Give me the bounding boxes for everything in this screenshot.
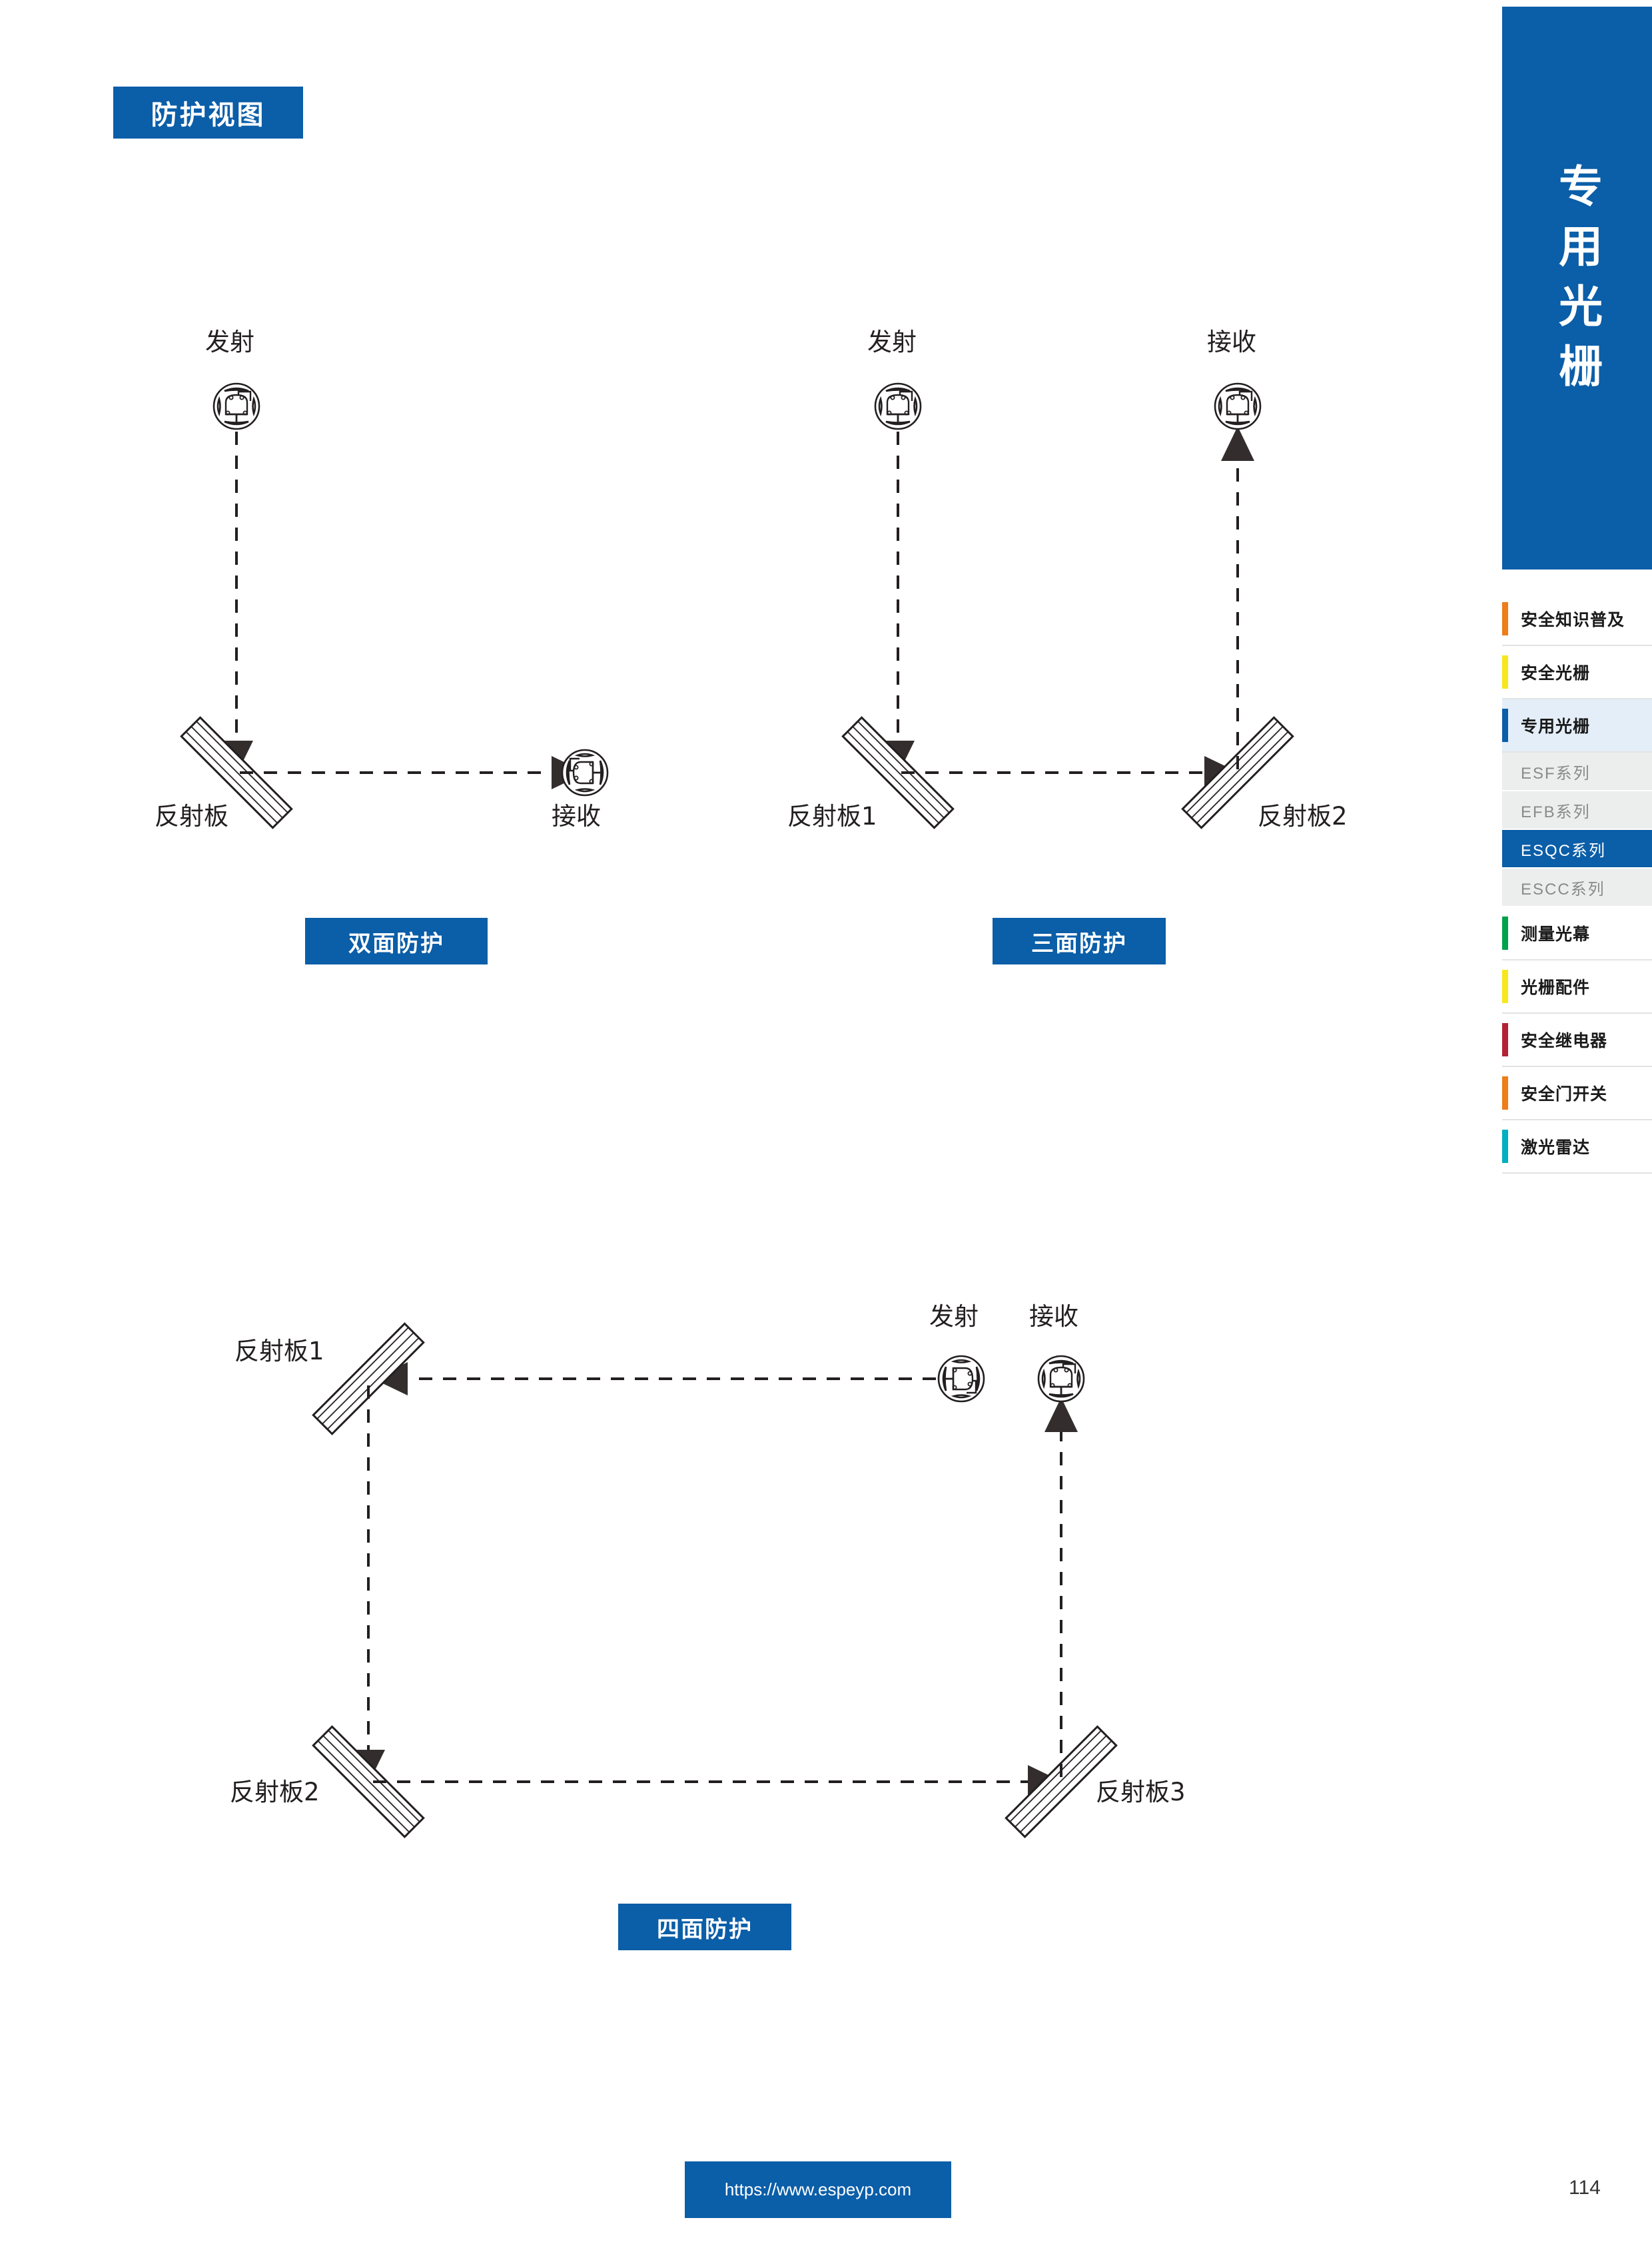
page-title: 防护视图	[113, 87, 303, 139]
emitter-icon-panel2	[874, 382, 922, 430]
receiver-icon-panel1	[561, 749, 609, 797]
sidebar-subitem-label: EFB系列	[1521, 803, 1591, 821]
sidebar-item-safety-door-switch[interactable]: 安全门开关	[1502, 1067, 1652, 1120]
sidebar-item-label: 安全光栅	[1521, 664, 1591, 683]
diagram-four-side-protection	[312, 1322, 1118, 1838]
label-mirror3-panel3: 反射板3	[1096, 1778, 1186, 1806]
label-receiver-panel2: 接收	[1207, 328, 1256, 356]
sidebar-item-safety-light-curtain[interactable]: 安全光栅	[1502, 646, 1652, 699]
accent-bar-icon	[1502, 1130, 1508, 1163]
sidebar-subitem-label: ESQC系列	[1521, 841, 1607, 860]
label-receiver-panel1: 接收	[552, 802, 601, 831]
sidebar-item-label: 安全继电器	[1521, 1032, 1608, 1050]
accent-bar-icon	[1502, 917, 1508, 950]
sidebar-item-safety-relay[interactable]: 安全继电器	[1502, 1014, 1652, 1067]
label-emitter-panel1: 发射	[205, 328, 254, 356]
sidebar-nav-list: 安全知识普及 安全光栅 专用光栅 ESF系列 EFB系列 ESQC系列 ESCC…	[1502, 593, 1652, 1174]
sidebar-item-label: 激光雷达	[1521, 1138, 1591, 1157]
accent-bar-icon	[1502, 1076, 1508, 1110]
diagram-two-side-protection	[180, 382, 609, 829]
sidebar-subitem-label: ESCC系列	[1521, 880, 1605, 899]
sidebar-banner-title: 专用光栅	[1553, 163, 1603, 403]
sidebar-item-special-light-curtain[interactable]: 专用光栅	[1502, 699, 1652, 753]
label-mirror2-panel3: 反射板2	[230, 1778, 320, 1806]
arrow-down-panel2	[881, 741, 915, 775]
receiver-icon-panel3	[1037, 1355, 1085, 1403]
sidebar-subitem-efb[interactable]: EFB系列	[1502, 791, 1652, 830]
label-mirror1-panel2: 反射板1	[787, 802, 877, 831]
arrow-left-panel3	[373, 1362, 408, 1395]
arrow-down-panel1	[220, 741, 253, 775]
mirror2-panel3	[312, 1725, 425, 1838]
sidebar-subitem-esqc[interactable]: ESQC系列	[1502, 830, 1652, 869]
label-mirror2-panel2: 反射板2	[1258, 802, 1348, 831]
caption-two-side: 双面防护	[305, 918, 488, 964]
sidebar-subitem-label: ESF系列	[1521, 764, 1591, 783]
footer-website-url[interactable]: https://www.espeyp.com	[685, 2161, 951, 2218]
emitter-icon-panel3	[937, 1355, 985, 1403]
sidebar-item-label: 光栅配件	[1521, 978, 1591, 997]
sidebar-subitem-escc[interactable]: ESCC系列	[1502, 869, 1652, 907]
sidebar-item-label: 安全知识普及	[1521, 611, 1625, 629]
label-receiver-panel3: 接收	[1029, 1302, 1078, 1331]
label-emitter-panel3: 发射	[929, 1302, 979, 1331]
sidebar-item-measuring-curtain[interactable]: 测量光幕	[1502, 907, 1652, 960]
caption-three-side: 三面防护	[993, 918, 1166, 964]
sidebar-subitem-esf[interactable]: ESF系列	[1502, 753, 1652, 791]
label-emitter-panel2: 发射	[867, 328, 917, 356]
sidebar-item-laser-radar[interactable]: 激光雷达	[1502, 1120, 1652, 1174]
label-mirror-panel1: 反射板	[155, 802, 228, 831]
sidebar-item-label: 安全门开关	[1521, 1085, 1608, 1104]
receiver-icon-panel2	[1214, 382, 1262, 430]
accent-bar-icon	[1502, 709, 1508, 742]
page-number: 114	[1569, 2177, 1601, 2199]
accent-bar-icon	[1502, 602, 1508, 635]
arrow-right-panel1	[552, 756, 586, 789]
sidebar-item-label: 专用光栅	[1521, 717, 1591, 736]
sidebar-banner: 专用光栅	[1502, 7, 1652, 569]
sidebar-item-curtain-accessories[interactable]: 光栅配件	[1502, 960, 1652, 1014]
accent-bar-icon	[1502, 970, 1508, 1003]
diagram-three-side-protection	[841, 382, 1294, 829]
accent-bar-icon	[1502, 655, 1508, 689]
arrow-down-panel3	[352, 1750, 385, 1784]
mirror1-panel3	[312, 1322, 425, 1435]
sidebar-item-label: 测量光幕	[1521, 925, 1591, 944]
arrow-right-panel3	[1028, 1765, 1062, 1798]
arrow-up-panel2	[1221, 426, 1254, 461]
sidebar-item-safety-knowledge[interactable]: 安全知识普及	[1502, 593, 1652, 646]
emitter-icon-panel1	[212, 382, 260, 430]
arrow-right-panel2	[1204, 756, 1239, 789]
accent-bar-icon	[1502, 1023, 1508, 1056]
sidebar: 专用光栅 安全知识普及 安全光栅 专用光栅 ESF系列 EFB系列 ESQC系列…	[1502, 0, 1652, 1179]
arrow-up-panel3	[1044, 1397, 1078, 1432]
label-mirror1-panel3: 反射板1	[234, 1337, 324, 1365]
caption-four-side: 四面防护	[618, 1904, 791, 1950]
